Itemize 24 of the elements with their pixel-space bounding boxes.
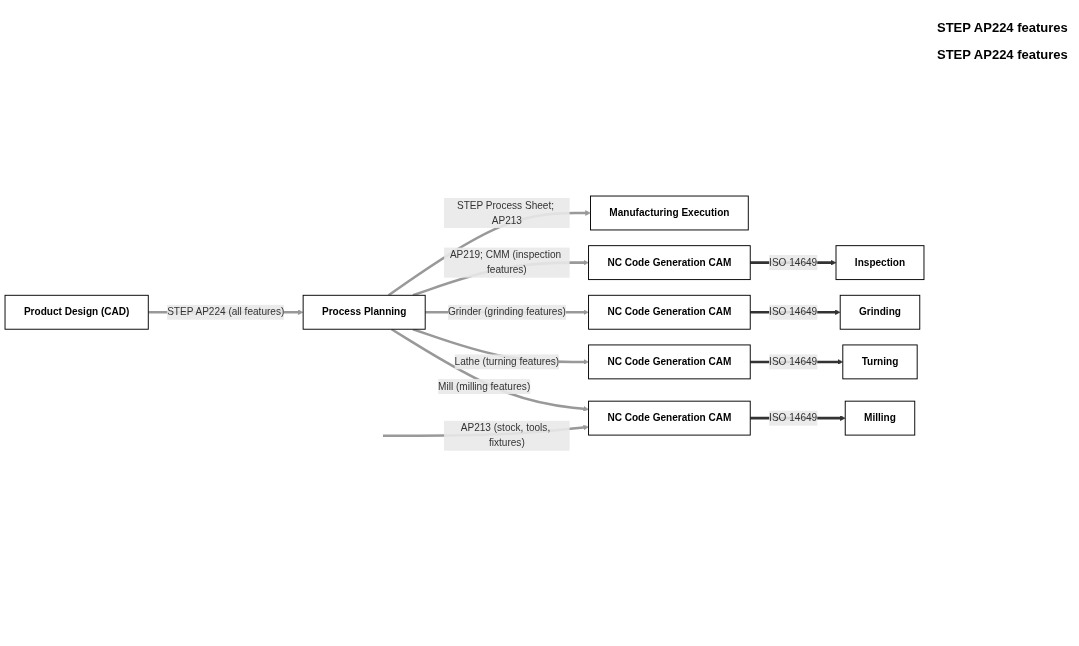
node-box: NC Code Generation CAM [588, 294, 751, 330]
edge-label: Mill (milling features) [438, 380, 531, 392]
node-box: Manufacturing Execution [590, 195, 749, 230]
node-box: Milling [844, 400, 916, 436]
node-box: Process Planning [302, 294, 426, 330]
node-box: NC Code Generation CAM [588, 344, 751, 379]
node-box: NC Code Generation CAM [588, 244, 751, 280]
note-text: STEP AP224 features [937, 47, 1069, 62]
node-box: NC Code Generation CAM [588, 400, 751, 436]
edge-label: STEP AP224 (all features) [167, 306, 285, 317]
edge-label: AP219; CMM (inspection features) [449, 249, 562, 275]
note-text: STEP AP224 features [937, 20, 1069, 35]
node-box: Grinding [839, 294, 921, 330]
edge-label: STEP Process Sheet; AP213 [456, 199, 554, 226]
edge-label: ISO 14649 [769, 256, 818, 268]
edge-label: ISO 14649 [769, 306, 818, 317]
node-box: Product Design (CAD) [4, 294, 149, 330]
edge-label: Lathe (turning features) [454, 355, 560, 367]
edge-label: ISO 14649 [769, 412, 818, 423]
edge-label: ISO 14649 [769, 355, 818, 367]
node-box: Inspection [835, 244, 925, 280]
edge-label: AP213 (stock, tools, fixtures) [460, 422, 551, 448]
node-box: Turning [842, 344, 918, 379]
edge-label: Grinder (grinding features) [447, 306, 566, 317]
